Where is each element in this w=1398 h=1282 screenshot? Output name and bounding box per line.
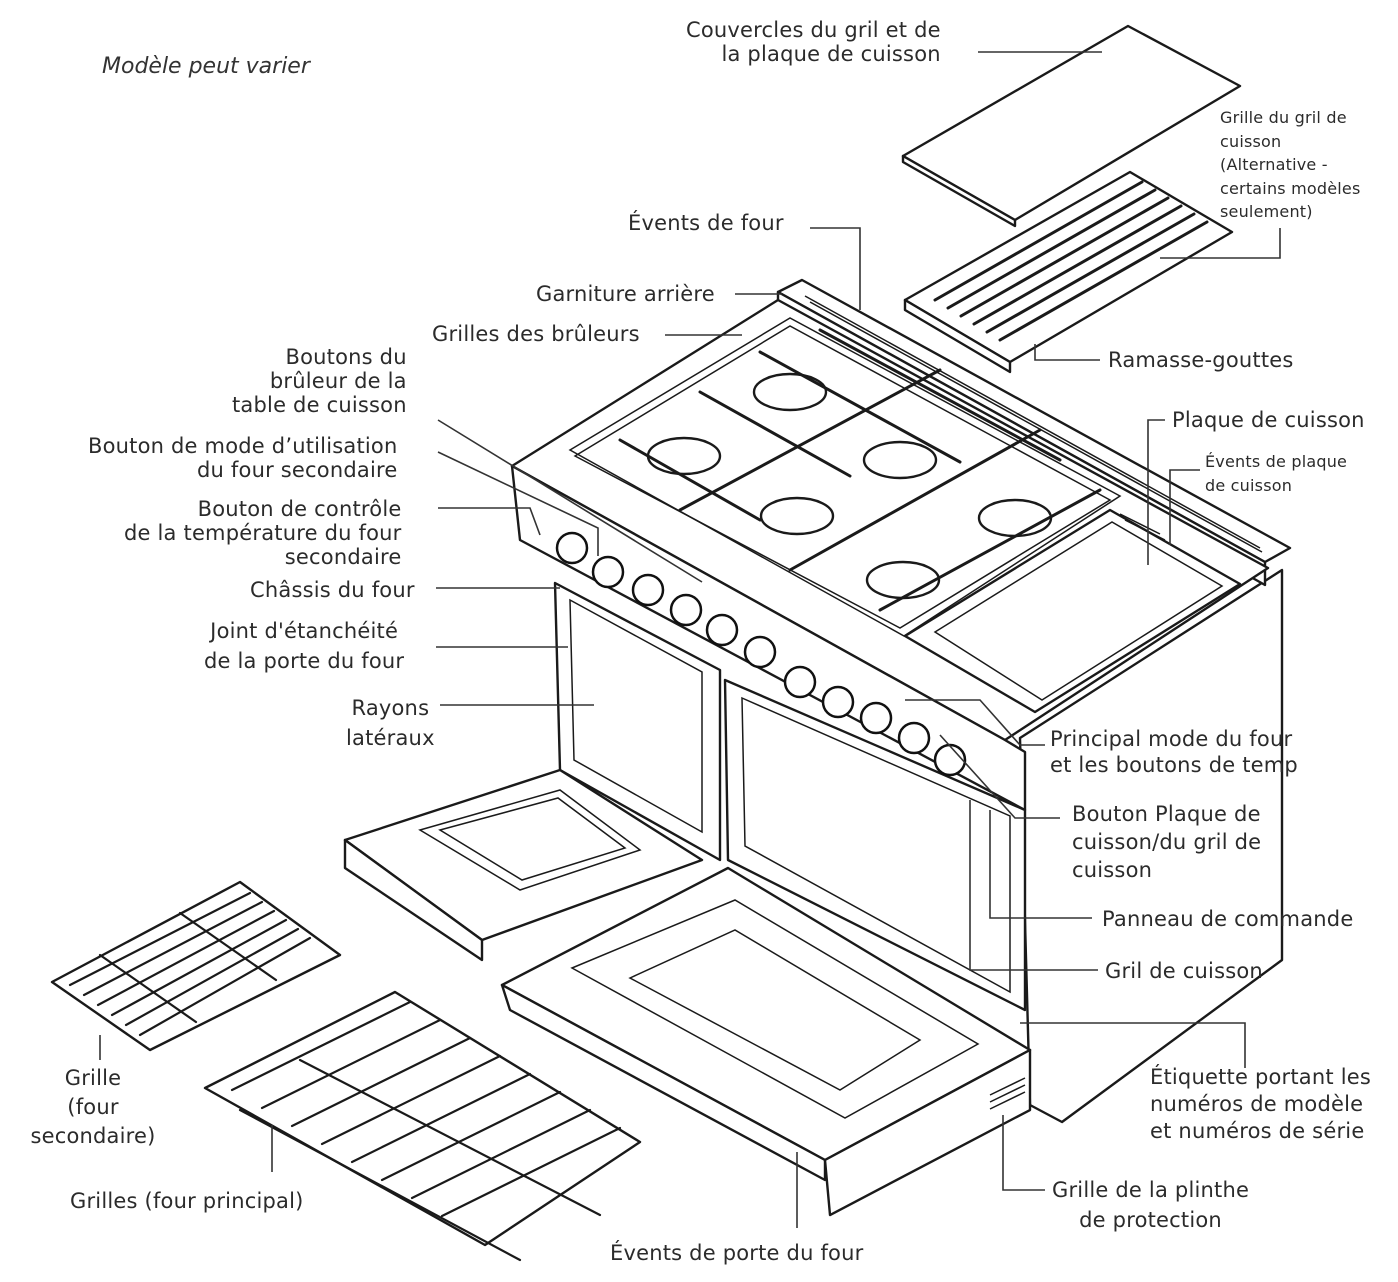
range-body <box>510 278 1292 1124</box>
label-events-four: Évents de four <box>628 211 784 235</box>
label-panneau: Panneau de commande <box>1102 907 1354 931</box>
grill-grate <box>903 170 1234 374</box>
label-grilles-principal: Grilles (four principal) <box>70 1189 304 1213</box>
label-garniture: Garniture arrière <box>536 282 715 306</box>
label-chassis: Châssis du four <box>250 578 415 602</box>
label-plaque: Plaque de cuisson <box>1172 408 1365 432</box>
secondary-oven-rack <box>50 880 342 1052</box>
label-events-porte: Évents de porte du four <box>610 1241 864 1265</box>
griddle-cover <box>901 24 1242 228</box>
leader-lines <box>99 51 1281 1228</box>
kick-plate <box>823 1048 1032 1217</box>
label-grilles-bruleurs: Grilles des brûleurs <box>432 322 640 346</box>
secondary-oven-door <box>343 768 704 962</box>
burner-grate-bars <box>618 328 1102 612</box>
label-ramasse: Ramasse-gouttes <box>1108 348 1294 372</box>
knobs <box>555 531 967 777</box>
model-note: Modèle peut varier <box>102 54 310 79</box>
burners <box>646 372 1053 600</box>
main-oven-rack <box>203 990 642 1262</box>
main-oven-door <box>500 866 1032 1182</box>
label-gril: Gril de cuisson <box>1105 959 1263 983</box>
